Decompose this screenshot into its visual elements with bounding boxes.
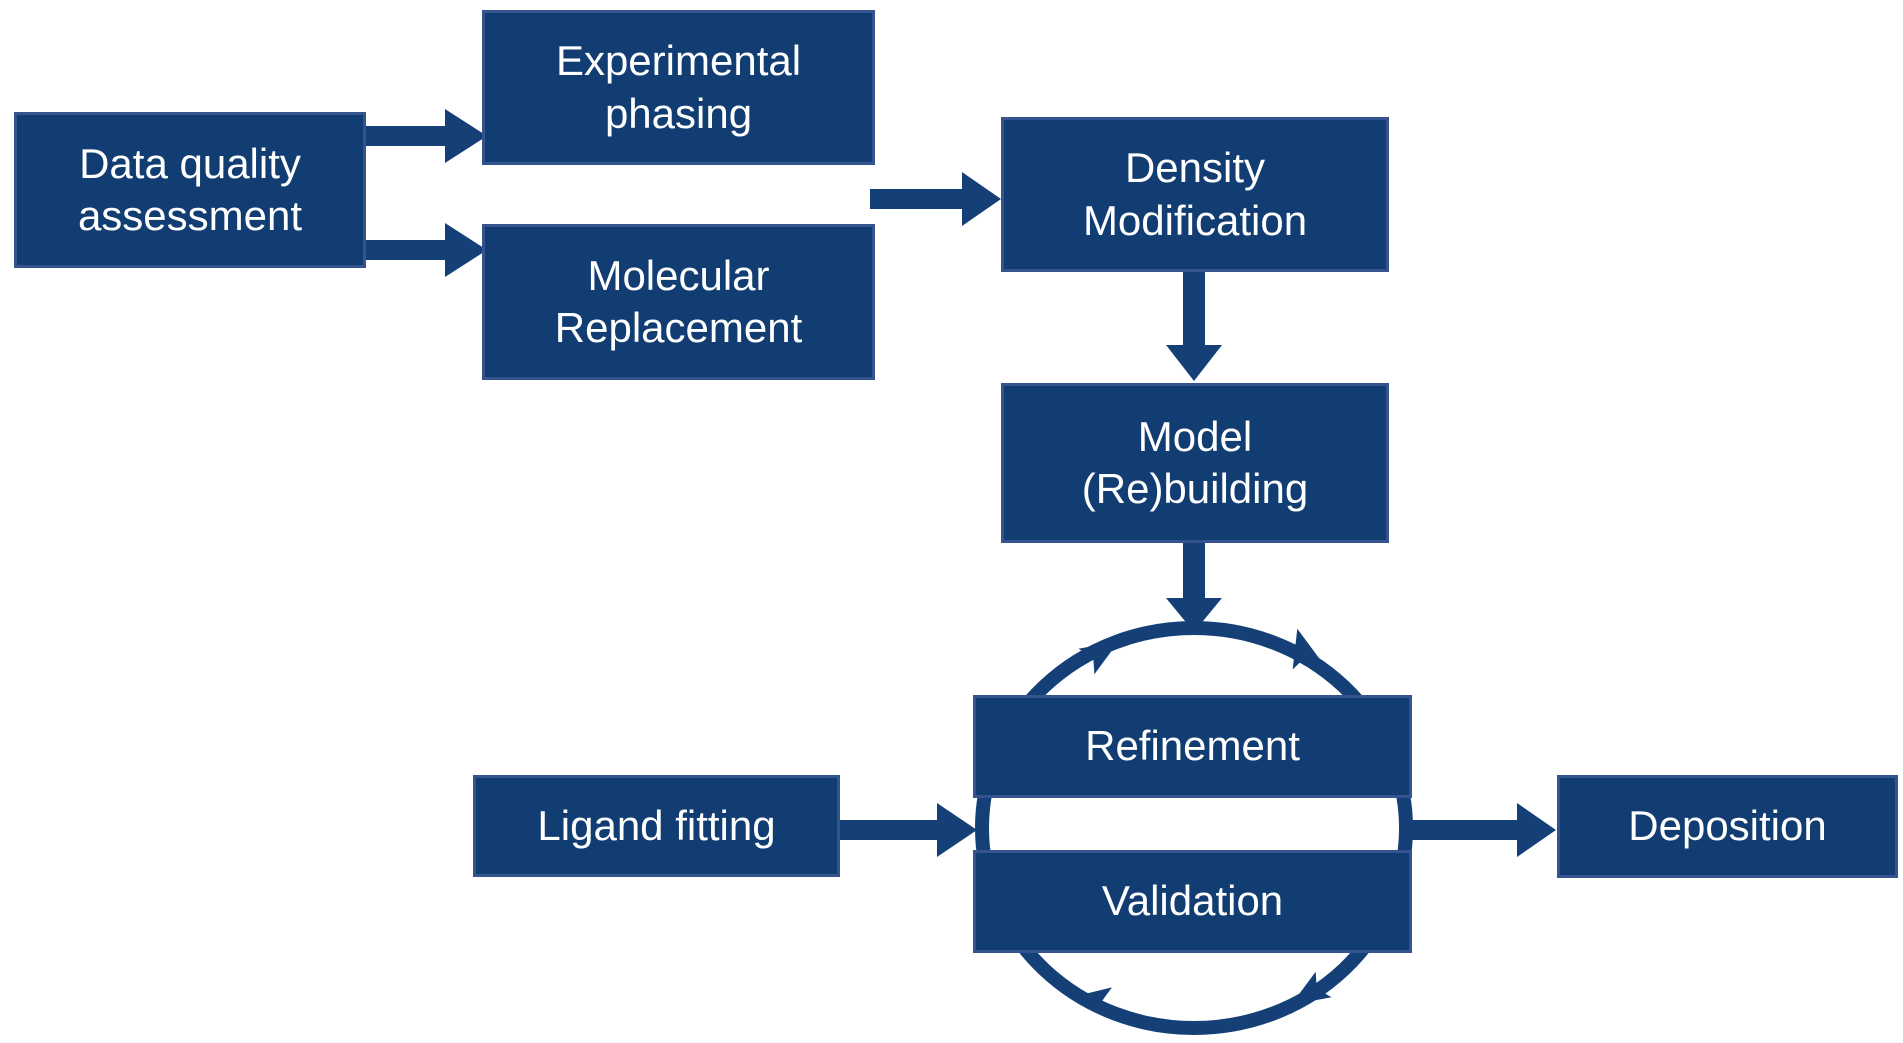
node-density-modification: Density Modification <box>1001 117 1389 272</box>
arrow-data-quality-to-molecular-replacement <box>366 223 487 277</box>
cycle-arrowhead-top-left <box>1078 641 1119 675</box>
node-molecular-replacement: Molecular Replacement <box>482 224 875 380</box>
arrow-phasing-to-density-modification <box>870 172 1001 226</box>
node-experimental-phasing: Experimental phasing <box>482 10 875 165</box>
arrow-cycle-to-deposition <box>1412 803 1556 857</box>
arrow-model-rebuilding-to-cycle <box>1166 543 1222 632</box>
arrow-data-quality-to-experimental-phasing <box>366 109 487 163</box>
cycle-arrowhead-top-right <box>1292 628 1322 670</box>
node-refinement: Refinement <box>973 695 1412 798</box>
node-deposition: Deposition <box>1557 775 1898 878</box>
node-model-rebuilding: Model (Re)building <box>1001 383 1389 543</box>
arrow-density-modification-to-model-rebuilding <box>1166 272 1222 381</box>
node-validation: Validation <box>973 850 1412 953</box>
cycle-arrowhead-bottom-left <box>1072 987 1112 1018</box>
arrow-ligand-fitting-to-cycle <box>840 803 977 857</box>
cycle-ring <box>975 621 1413 1035</box>
node-data-quality-assessment: Data quality assessment <box>14 112 366 268</box>
cycle-arrowhead-bottom-right <box>1291 971 1332 1005</box>
node-ligand-fitting: Ligand fitting <box>473 775 840 877</box>
